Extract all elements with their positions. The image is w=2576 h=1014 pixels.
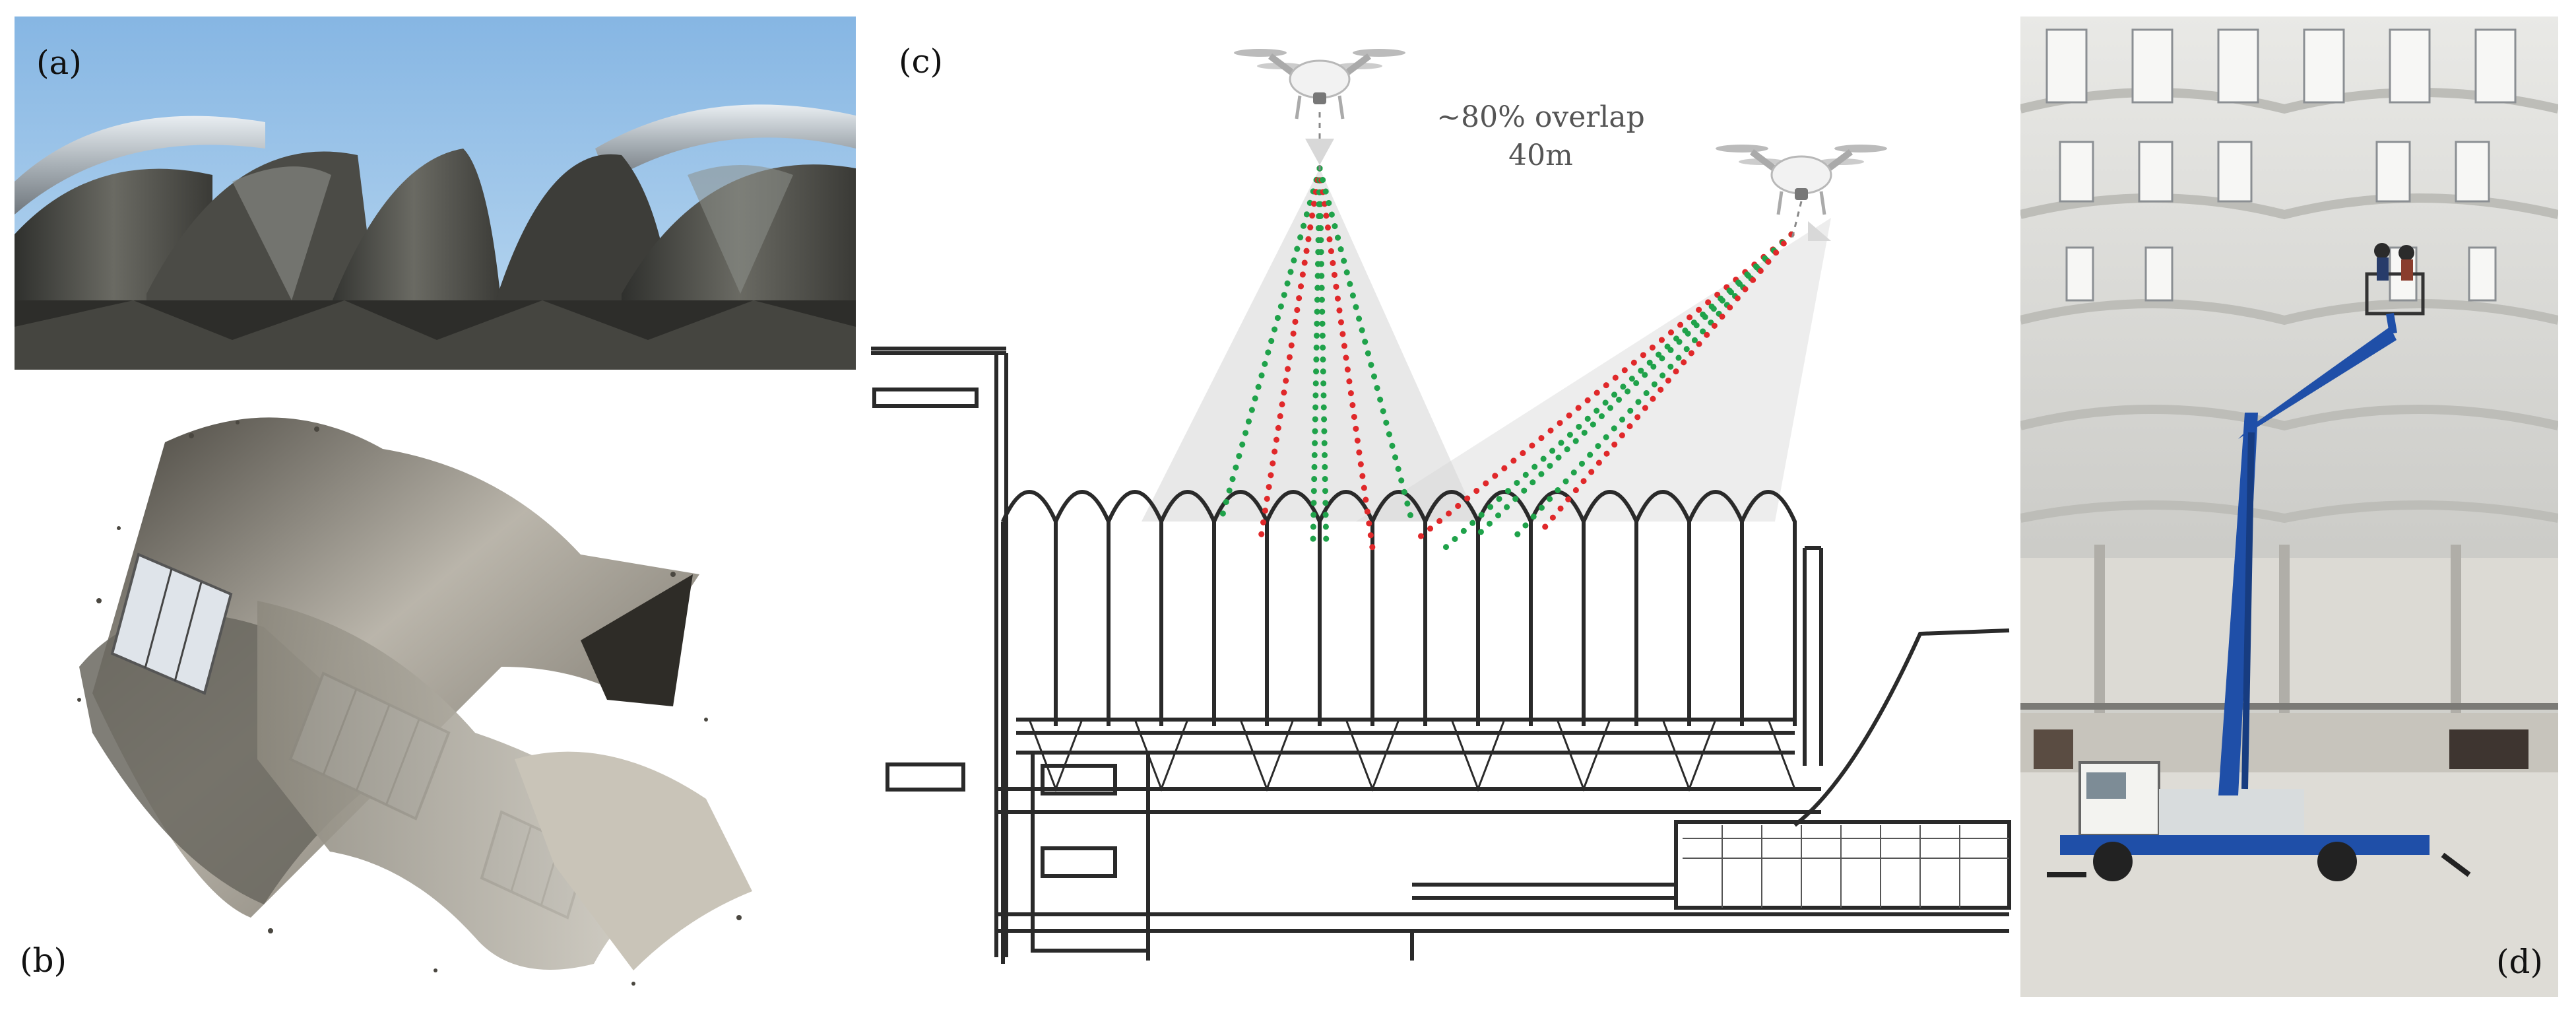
- panel-c-drone-survey-diagram: ~80% overlap 40m: [864, 0, 2016, 1014]
- overlap-annotation: ~80% overlap: [1436, 100, 1645, 134]
- panel-a-roof-photo: [15, 17, 856, 370]
- drone-1-rays: [1217, 165, 1415, 551]
- survey-diagram-svg: ~80% overlap 40m: [871, 49, 2011, 964]
- lift-basket: [2365, 272, 2425, 316]
- building-section-drawing: [871, 347, 2011, 964]
- drone-1-view-cone: [1142, 168, 1478, 522]
- pipe-left: [15, 116, 265, 215]
- panel-b-point-cloud: [40, 389, 851, 1003]
- roof-photo-image: [15, 17, 856, 370]
- pipe-right: [595, 104, 856, 182]
- panel-label-d: (d): [2496, 943, 2544, 981]
- drone-2-rays: [1415, 231, 1795, 551]
- panel-d-hall-interior-photo: [2020, 17, 2558, 997]
- panel-label-c: (c): [899, 42, 944, 81]
- panel-label-a: (a): [36, 44, 82, 82]
- drone-2-view-cone: [1356, 218, 1831, 522]
- drone-1-icon: [1234, 49, 1405, 172]
- altitude-annotation: 40m: [1508, 139, 1573, 172]
- hall-photo-image: [2020, 17, 2558, 997]
- panel-label-b: (b): [20, 941, 67, 980]
- pc-window-1: [110, 553, 233, 695]
- aerial-lift: [2047, 243, 2471, 881]
- drone-2-icon: [1716, 145, 1887, 242]
- point-cloud-image: [77, 417, 752, 986]
